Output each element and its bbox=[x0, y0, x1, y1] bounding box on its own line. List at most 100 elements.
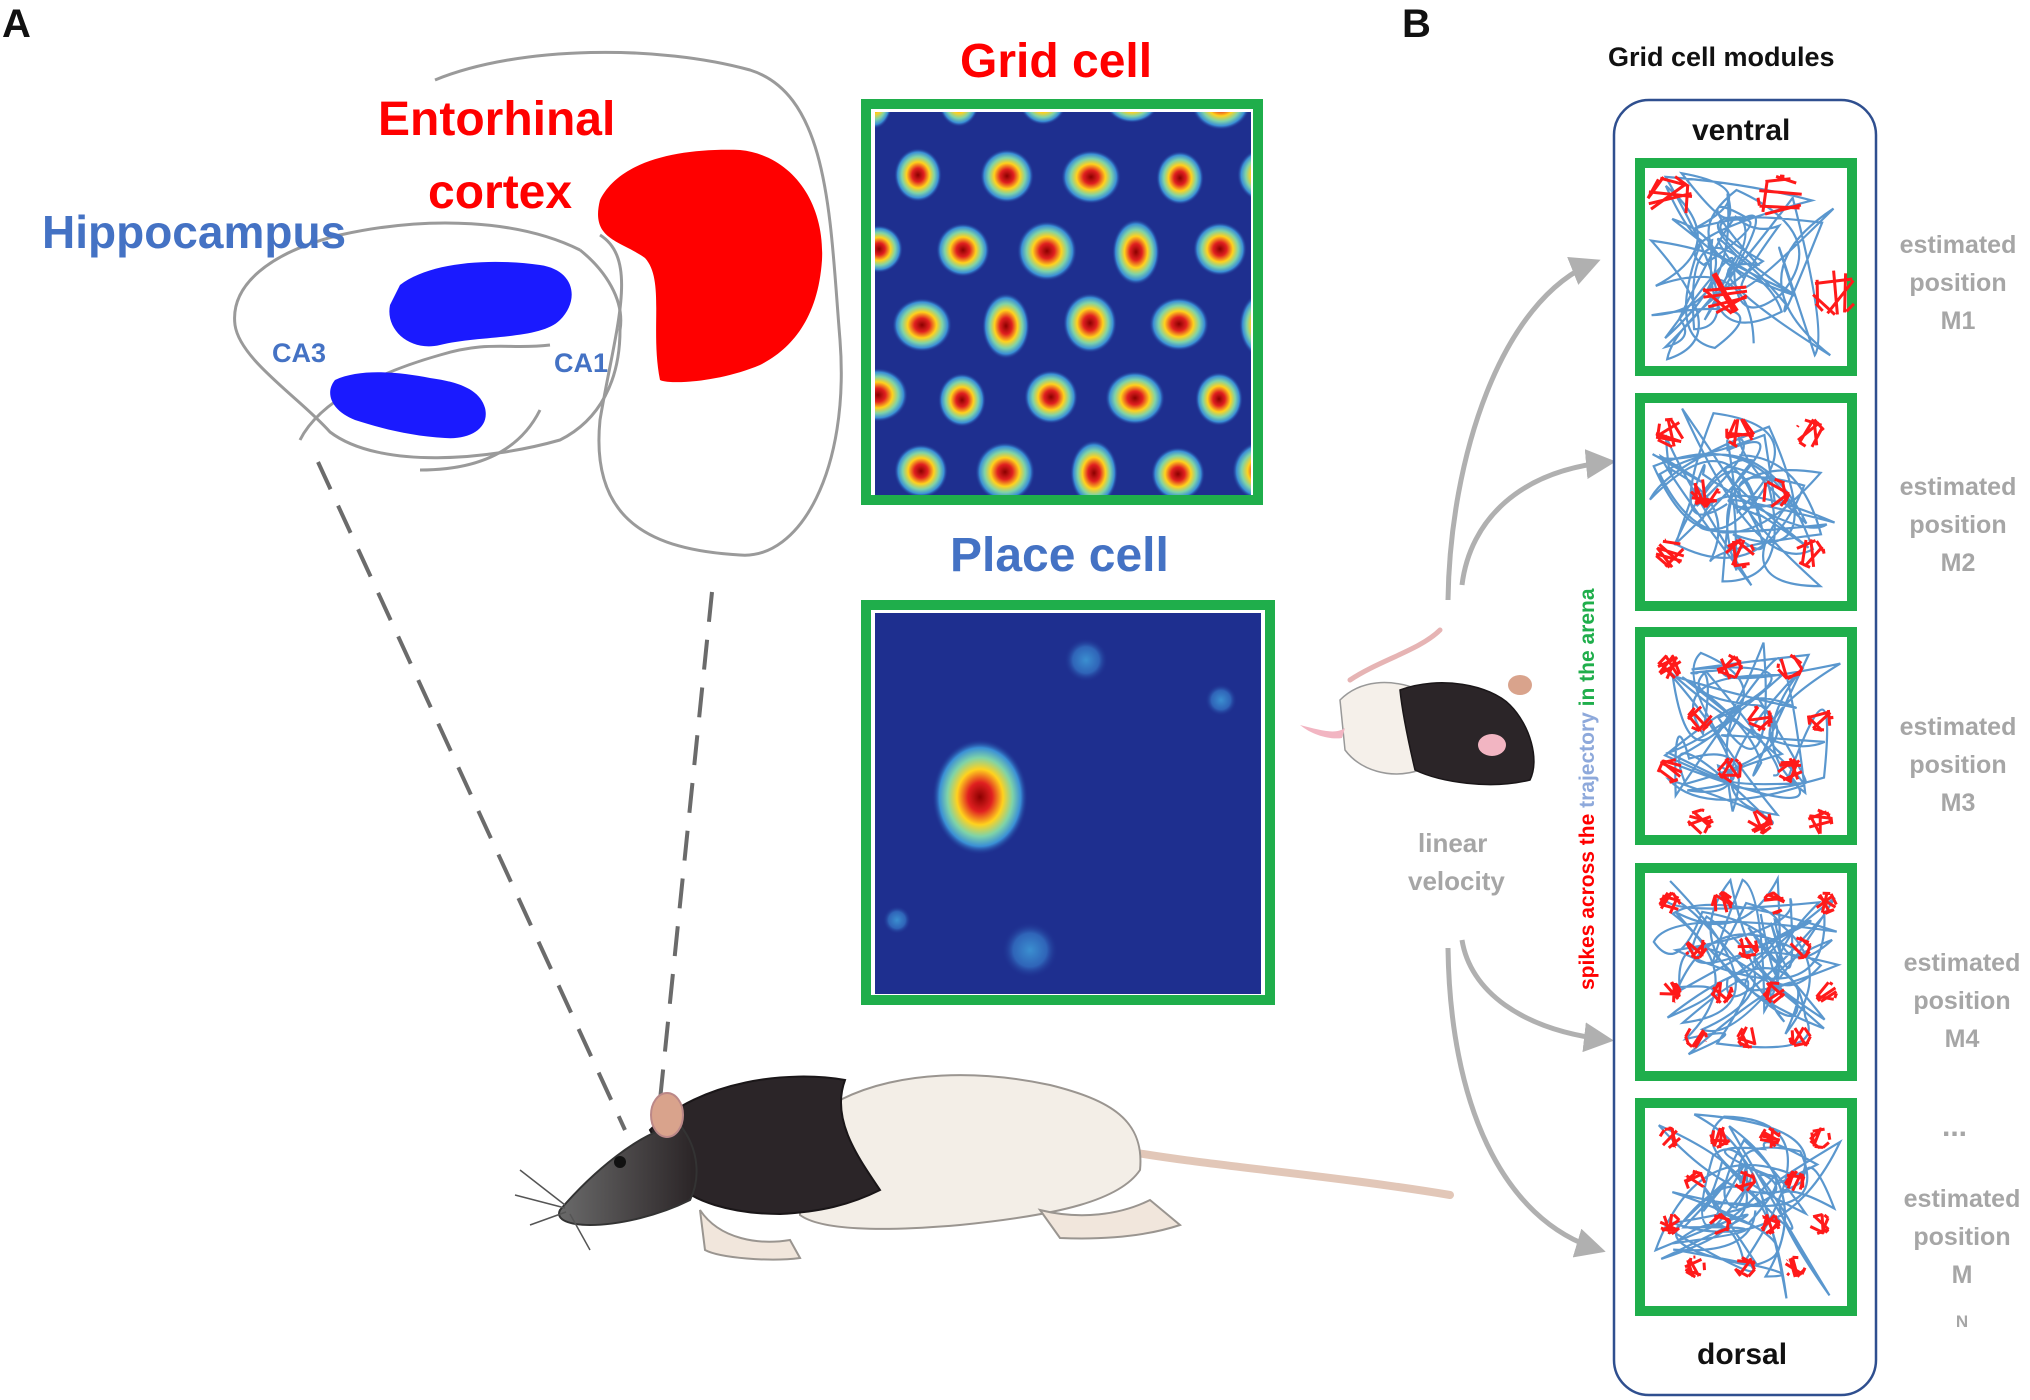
caption-spikes: spikes across the bbox=[1576, 807, 1599, 990]
caption-arena: in the arena bbox=[1576, 588, 1599, 713]
grid-firing-field bbox=[1017, 221, 1077, 281]
grid-firing-field bbox=[975, 442, 1035, 495]
module-panel bbox=[1635, 393, 1857, 611]
grid-firing-field bbox=[1362, 370, 1422, 424]
spike-cluster bbox=[1763, 891, 1786, 915]
arrow-to-m2 bbox=[1459, 449, 1616, 586]
spike-cluster bbox=[1716, 653, 1744, 680]
arrow-to-m1 bbox=[1445, 257, 1601, 601]
grid-firing-field bbox=[936, 223, 990, 277]
spike-cluster bbox=[1807, 808, 1834, 835]
spike-cluster bbox=[1658, 1126, 1681, 1150]
grid-firing-field bbox=[938, 373, 986, 427]
linear-velocity-line2: velocity bbox=[1408, 866, 1505, 896]
grid-firing-field bbox=[1021, 112, 1065, 125]
spike-cluster bbox=[1733, 1256, 1756, 1278]
spike-cluster bbox=[1812, 270, 1855, 316]
grid-firing-field bbox=[1367, 80, 1421, 122]
grid-firing-field bbox=[806, 299, 860, 341]
ca3-label: CA3 bbox=[272, 338, 327, 368]
place-cell-firing-field bbox=[883, 638, 1237, 978]
module-panel bbox=[1635, 863, 1857, 1081]
spike-cluster bbox=[1784, 1255, 1807, 1278]
spike-cluster bbox=[1809, 1127, 1832, 1150]
grid-cell-frame bbox=[861, 99, 1263, 505]
spike-cluster bbox=[1710, 981, 1734, 1004]
spike-cluster bbox=[1788, 1026, 1812, 1048]
modules-title: Grid cell modules bbox=[1608, 42, 1835, 72]
spike-cluster bbox=[1796, 418, 1825, 448]
spike-cluster bbox=[1746, 705, 1774, 732]
spike-cluster bbox=[1655, 538, 1685, 569]
spike-cluster bbox=[1686, 808, 1714, 835]
spike-cluster bbox=[1716, 757, 1743, 784]
spike-cluster bbox=[1710, 891, 1734, 913]
spike-cluster bbox=[1789, 936, 1812, 960]
grid-firing-field bbox=[892, 298, 952, 352]
brain-outline bbox=[233, 50, 843, 557]
module-panel bbox=[1635, 1098, 1857, 1316]
grid-firing-field bbox=[1320, 595, 1380, 649]
spike-cluster bbox=[1815, 981, 1838, 1003]
grid-firing-field bbox=[1195, 372, 1243, 426]
spike-cluster bbox=[1690, 479, 1721, 509]
velocity-arrows bbox=[1445, 257, 1616, 1258]
grid-firing-field bbox=[1193, 518, 1253, 572]
grid-firing-field bbox=[1156, 151, 1204, 205]
spike-cluster bbox=[1684, 1255, 1706, 1279]
hippocampus-label: Hippocampus bbox=[42, 206, 347, 258]
spike-cluster bbox=[1709, 1126, 1731, 1149]
arrow-to-mn bbox=[1445, 947, 1606, 1258]
spike-cluster bbox=[1784, 1170, 1806, 1192]
grid-firing-field bbox=[1369, 218, 1417, 284]
ca1-region bbox=[389, 261, 572, 347]
grid-firing-field bbox=[808, 147, 850, 201]
spike-cluster bbox=[1724, 538, 1756, 569]
trajectory-path bbox=[1648, 171, 1835, 361]
spike-cluster bbox=[1756, 174, 1802, 216]
spike-cluster bbox=[1684, 1027, 1708, 1049]
spike-cluster bbox=[1806, 709, 1834, 732]
module-panel bbox=[1635, 158, 1857, 376]
grid-firing-field bbox=[875, 225, 903, 273]
spike-cluster bbox=[1683, 1169, 1707, 1190]
spike-cluster bbox=[1686, 705, 1713, 733]
grid-firing-field bbox=[875, 368, 908, 422]
grid-cell-firing-fields bbox=[806, 80, 1422, 649]
dorsal-label: dorsal bbox=[1697, 1338, 1788, 1371]
spike-cluster bbox=[1709, 1212, 1732, 1235]
ca3-region bbox=[330, 372, 486, 439]
entorhinal-label-line2: cortex bbox=[428, 166, 573, 219]
spike-cluster bbox=[1760, 1214, 1781, 1235]
trajectory-path bbox=[1661, 642, 1841, 826]
grid-firing-field bbox=[982, 293, 1030, 359]
rat-illustration bbox=[514, 1074, 1454, 1261]
grid-cell-title: Grid cell bbox=[960, 35, 1153, 88]
grid-firing-field bbox=[1108, 112, 1156, 123]
grid-firing-field bbox=[940, 112, 978, 127]
grid-firing-field bbox=[1283, 513, 1331, 579]
entorhinal-label-line1: Entorhinal bbox=[378, 93, 616, 146]
panel-b-letter: B bbox=[1402, 2, 1431, 46]
grid-firing-field bbox=[1112, 219, 1160, 285]
spike-cluster bbox=[1702, 272, 1748, 315]
spike-cluster bbox=[1659, 981, 1682, 1004]
grid-firing-field bbox=[1193, 222, 1247, 276]
spike-cluster bbox=[1646, 175, 1693, 214]
ventral-label: ventral bbox=[1692, 114, 1791, 147]
spike-cluster bbox=[1796, 539, 1826, 569]
spike-cluster bbox=[1747, 809, 1773, 835]
grid-firing-field bbox=[1232, 443, 1251, 495]
ca1-label: CA1 bbox=[554, 348, 609, 378]
spike-cluster bbox=[1776, 653, 1804, 681]
spike-cluster bbox=[1815, 891, 1838, 915]
linear-velocity-line1: linear bbox=[1418, 828, 1488, 858]
spike-cluster bbox=[1658, 891, 1682, 915]
small-rat-illustration bbox=[1300, 627, 1535, 786]
grid-firing-field bbox=[1237, 151, 1251, 199]
grid-firing-field bbox=[1318, 149, 1378, 203]
spike-cluster bbox=[1657, 654, 1682, 680]
